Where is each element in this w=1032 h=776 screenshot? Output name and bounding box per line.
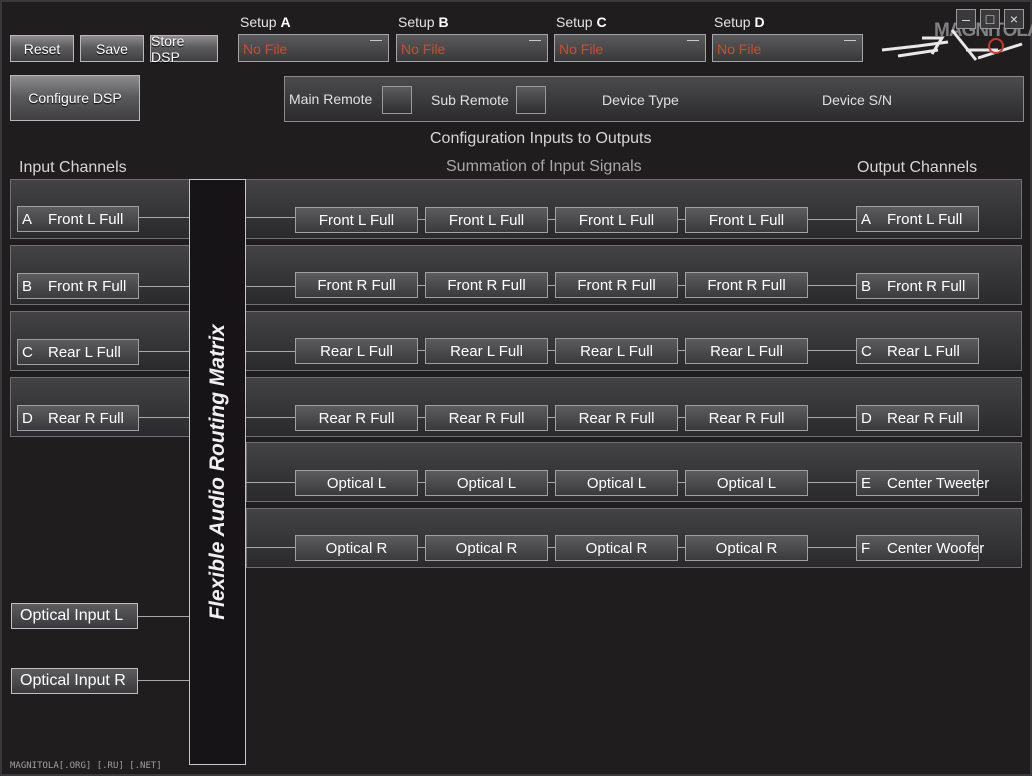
setup-a-field[interactable]: No File	[238, 34, 389, 62]
setup-c-field[interactable]: No File	[554, 34, 706, 62]
summation-cell[interactable]: Front R Full	[685, 272, 808, 298]
reset-button[interactable]: Reset	[10, 35, 74, 62]
summation-cell[interactable]: Rear L Full	[685, 338, 808, 364]
matrix-connector	[246, 482, 296, 483]
summation-cell[interactable]: Optical R	[555, 535, 678, 561]
matrix-connector	[246, 417, 296, 418]
optical-input-r[interactable]: Optical Input R	[11, 668, 138, 694]
remote-panel: Main Remote Sub Remote Device Type Devic…	[284, 76, 1024, 122]
brand-logo	[881, 29, 1023, 61]
summation-cell[interactable]: Front L Full	[555, 207, 678, 233]
routing-matrix-label: Flexible Audio Routing Matrix	[205, 324, 229, 620]
input-connector	[139, 217, 189, 218]
summation-cell[interactable]: Front L Full	[425, 207, 548, 233]
minimize-icon[interactable]: –	[956, 9, 976, 29]
summation-cell[interactable]: Optical L	[685, 470, 808, 496]
device-sn-label: Device S/N	[822, 92, 893, 108]
footer-text: MAGNITOLA[.ORG] [.RU] [.NET]	[10, 761, 162, 771]
setup-d-label: Setup D	[714, 14, 765, 30]
summation-cell[interactable]: Rear R Full	[555, 405, 678, 431]
setup-a-label: Setup A	[240, 14, 291, 30]
summation-cell[interactable]: Rear L Full	[295, 338, 418, 364]
summation-cell[interactable]: Rear R Full	[425, 405, 548, 431]
store-dsp-button[interactable]: Store DSP	[150, 33, 218, 65]
setup-b-field[interactable]: No File	[396, 34, 548, 62]
maximize-icon[interactable]: □	[980, 9, 1000, 29]
sub-remote-toggle[interactable]	[516, 86, 546, 114]
input-connector	[139, 286, 189, 287]
setup-d-field[interactable]: No File	[712, 34, 863, 62]
summation-cell[interactable]: Optical R	[685, 535, 808, 561]
device-type-label: Device Type	[602, 92, 679, 108]
summation-cell[interactable]: Front R Full	[425, 272, 548, 298]
configure-dsp-button[interactable]: Configure DSP	[10, 75, 140, 121]
output-channels-heading: Output Channels	[857, 159, 978, 176]
sub-remote-label: Sub Remote	[431, 92, 509, 108]
input-connector	[139, 351, 189, 352]
summation-cell[interactable]: Rear L Full	[555, 338, 678, 364]
summation-cell[interactable]: Front R Full	[295, 272, 418, 298]
summation-cell[interactable]: Optical R	[425, 535, 548, 561]
routing-matrix[interactable]: Flexible Audio Routing Matrix	[189, 179, 246, 765]
summation-cell[interactable]: Optical L	[295, 470, 418, 496]
setup-c-label: Setup C	[556, 14, 607, 30]
setup-b-label: Setup B	[398, 14, 449, 30]
summation-cell[interactable]: Front L Full	[295, 207, 418, 233]
config-title: Configuration Inputs to Outputs	[430, 130, 652, 147]
matrix-connector	[246, 547, 296, 548]
input-connector	[138, 680, 189, 681]
close-icon[interactable]: ×	[1004, 9, 1024, 29]
summation-cell[interactable]: Optical L	[425, 470, 548, 496]
input-connector	[139, 417, 189, 418]
matrix-connector	[246, 351, 296, 352]
matrix-connector	[246, 217, 296, 218]
summation-cell[interactable]: Rear L Full	[425, 338, 548, 364]
input-connector	[138, 616, 189, 617]
main-remote-label: Main Remote	[289, 91, 373, 107]
summation-cell[interactable]: Front R Full	[555, 272, 678, 298]
input-channels-heading: Input Channels	[19, 159, 127, 176]
summation-cell[interactable]: Front L Full	[685, 207, 808, 233]
save-button[interactable]: Save	[80, 35, 144, 62]
summation-cell[interactable]: Rear R Full	[685, 405, 808, 431]
matrix-connector	[246, 286, 296, 287]
optical-input-l[interactable]: Optical Input L	[11, 603, 138, 629]
summation-cell[interactable]: Rear R Full	[295, 405, 418, 431]
main-remote-toggle[interactable]	[382, 86, 412, 114]
summation-cell[interactable]: Optical R	[295, 535, 418, 561]
summation-cell[interactable]: Optical L	[555, 470, 678, 496]
summation-heading: Summation of Input Signals	[446, 158, 642, 175]
